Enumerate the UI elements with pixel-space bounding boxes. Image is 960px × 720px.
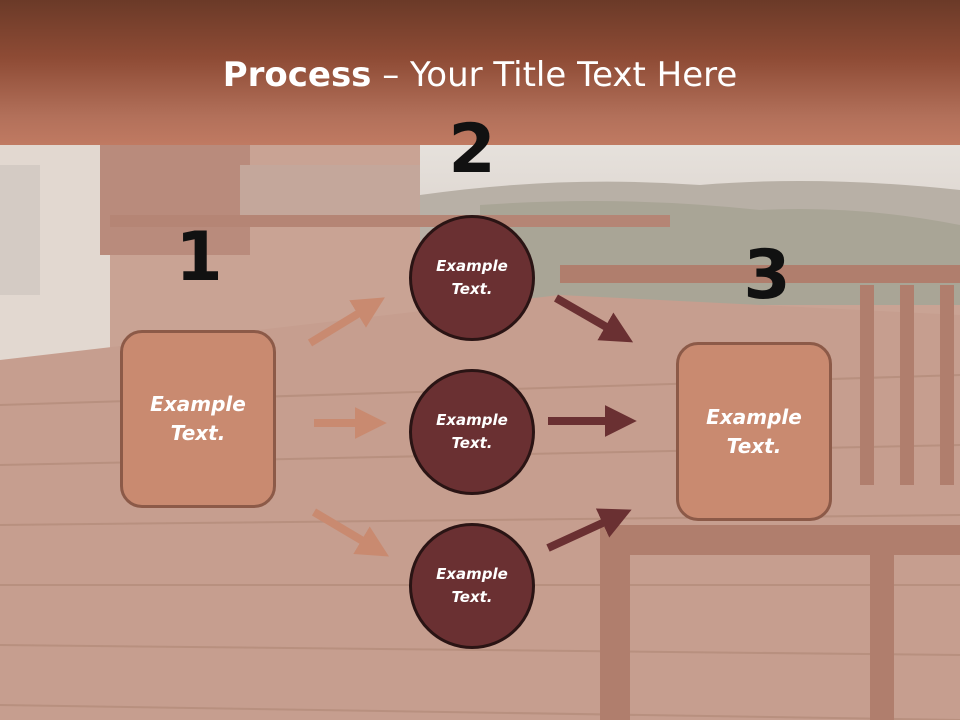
title-bold: Process — [222, 55, 372, 95]
circle-top-text: Example Text. — [436, 257, 508, 298]
step-number-3: 3 — [743, 236, 791, 315]
step-number-1: 1 — [175, 218, 223, 297]
arrow-top-to-3 — [554, 294, 634, 343]
step-1-text: Example Text. — [150, 392, 246, 445]
circle-bottom: Example Text. — [409, 523, 535, 649]
circle-middle-text: Example Text. — [436, 411, 508, 452]
slide-title: Process – Your Title Text Here — [0, 52, 960, 98]
circle-bottom-text: Example Text. — [436, 565, 508, 606]
arrow-1-to-top — [307, 297, 385, 347]
step-1-box: Example Text. — [120, 330, 276, 508]
title-rest: – Your Title Text Here — [371, 55, 738, 95]
step-number-2: 2 — [448, 110, 496, 189]
step-3-text: Example Text. — [706, 404, 802, 458]
step-3-box: Example Text. — [676, 342, 832, 521]
circle-middle: Example Text. — [409, 369, 535, 495]
title-bar: Process – Your Title Text Here — [0, 0, 960, 145]
circle-top: Example Text. — [409, 215, 535, 341]
arrow-bottom-to-3 — [546, 508, 632, 552]
arrow-1-to-bottom — [311, 508, 390, 557]
